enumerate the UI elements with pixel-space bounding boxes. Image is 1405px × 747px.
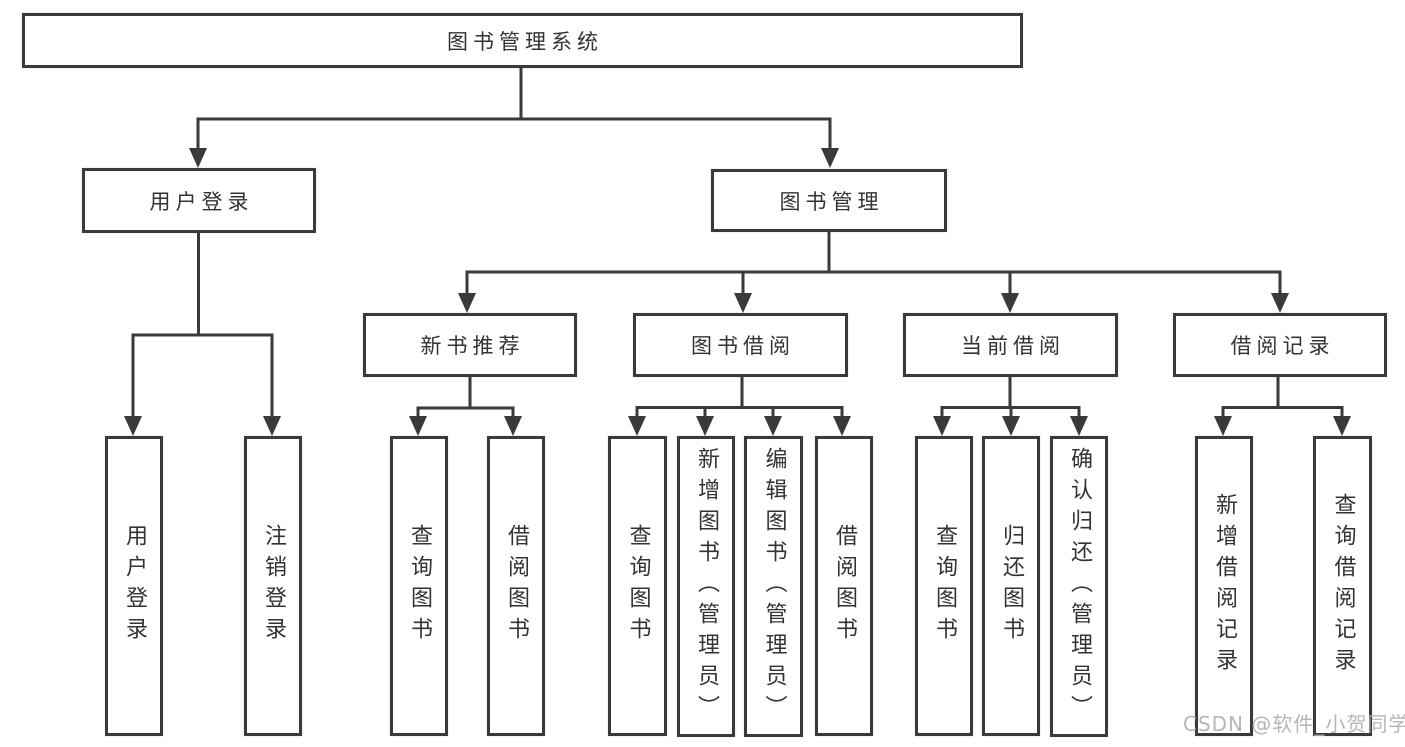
node-recommend-borrow-books: 借阅图书 (487, 436, 545, 736)
node-user-login-action: 用户登录 (105, 436, 163, 736)
node-current-return-books: 归还图书 (982, 436, 1040, 736)
node-root: 图书管理系统 (22, 13, 1023, 68)
node-current-query-books: 查询图书 (915, 436, 973, 736)
arrowheads (124, 148, 1351, 436)
node-book-borrow: 图书借阅 (633, 313, 848, 377)
node-borrow-borrow-books: 借阅图书 (815, 436, 873, 736)
node-user-login: 用户登录 (82, 168, 316, 233)
node-current-confirm-return-admin: 确认归还（管理员） (1050, 436, 1108, 737)
node-new-book-recommend: 新书推荐 (363, 313, 577, 377)
node-current-borrow: 当前借阅 (903, 313, 1118, 377)
node-records-query-record: 查询借阅记录 (1313, 436, 1372, 736)
node-borrow-add-books-admin: 新增图书（管理员） (677, 436, 735, 737)
node-logout-action: 注销登录 (244, 436, 302, 736)
node-borrow-query-books: 查询图书 (608, 436, 667, 736)
node-borrow-edit-books-admin: 编辑图书（管理员） (744, 436, 803, 737)
node-records-add-record: 新增借阅记录 (1195, 436, 1253, 736)
node-borrow-records: 借阅记录 (1173, 313, 1387, 377)
node-recommend-query-books: 查询图书 (390, 436, 448, 736)
watermark: CSDN @软件_小贺同学 (1183, 712, 1405, 736)
node-book-management: 图书管理 (711, 169, 947, 232)
